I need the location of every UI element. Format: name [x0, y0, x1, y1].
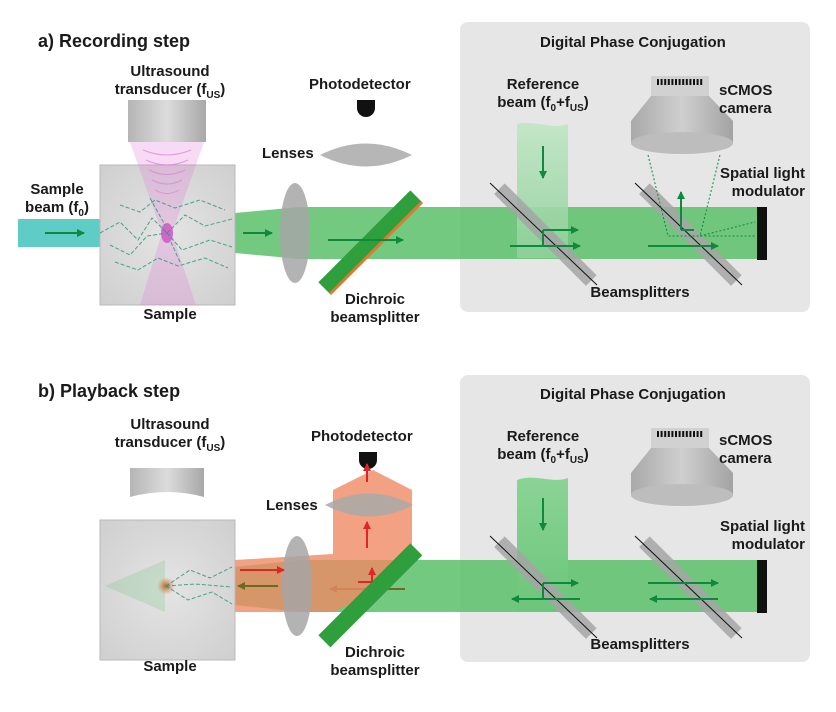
dichroic-beamsplitter-recording: [318, 190, 423, 295]
transducer-l2-text-pb: transducer (f: [114, 434, 207, 451]
slm-line2-pb: modulator: [731, 536, 805, 553]
sample-label-playback: Sample: [143, 658, 197, 675]
reference-label-playback: Reference beam (f0+fUS): [488, 428, 598, 466]
reference-line2-pb: beam (f0+fUS): [488, 446, 598, 466]
beamsplitter-2-line: [634, 182, 743, 286]
ultrasound-transducer: [128, 100, 206, 142]
scattered-light-paths: [99, 197, 233, 271]
reference-sub1: US: [569, 103, 584, 114]
beamsplitters-label-recording: Beamsplitters: [590, 284, 690, 301]
camera-label-playback: sCMOS camera: [719, 432, 772, 468]
faint-green-glow: [105, 560, 165, 612]
sample-label-recording: Sample: [143, 306, 197, 323]
camera-label-recording: sCMOS camera: [719, 82, 772, 118]
playback-scatter-paths: [165, 566, 233, 605]
transducer-label-line2-pb: transducer (fUS): [110, 434, 230, 454]
dichroic-line2: beamsplitter: [330, 309, 420, 326]
sample-beam-subscript: 0: [78, 208, 84, 219]
dichroic-label-recording: Dichroic beamsplitter: [315, 291, 435, 327]
spatial-light-modulator-playback: [757, 560, 767, 613]
reference-l2-close-pb: ): [583, 446, 589, 463]
dichroic-line2-pb: beamsplitter: [330, 662, 420, 679]
spatial-light-modulator-recording: [757, 207, 767, 260]
ultrasound-wave-5: [154, 189, 180, 194]
dichroic-line1: Dichroic: [344, 291, 405, 308]
sample-beam-l2-close: ): [83, 199, 89, 216]
lenses-label-playback: Lenses: [266, 497, 318, 514]
transducer-label-line2: transducer (fUS): [110, 81, 230, 101]
lens-upper-playback: [325, 493, 413, 517]
dpc-title-playback: Digital Phase Conjugation: [540, 386, 726, 403]
camera-line2: camera: [719, 100, 772, 117]
ultrasound-wave-1: [142, 149, 192, 156]
camera-lens-rim: [631, 132, 733, 154]
reference-line1: Reference: [506, 76, 580, 93]
slm-label-playback: Spatial light modulator: [700, 518, 805, 554]
lens-recording: [280, 183, 310, 283]
transducer-subscript: US: [206, 90, 221, 101]
reference-line2: beam (f0+fUS): [488, 94, 598, 114]
sample-beam-label: Sample beam (f0): [12, 181, 102, 219]
ultrasound-wave-3: [148, 169, 186, 175]
reference-l2-text: beam (f: [497, 94, 551, 111]
slm-label-recording: Spatial light modulator: [700, 165, 805, 201]
recording-panel: [18, 22, 810, 312]
camera-lens-rim-playback: [631, 484, 733, 506]
transducer-l2-text: transducer (f: [114, 81, 207, 98]
lens-upper-recording: [320, 143, 412, 167]
slm-line2: modulator: [731, 183, 805, 200]
reference-mid-pb: +f: [556, 446, 570, 463]
camera-line2-pb: camera: [719, 450, 772, 467]
beam-arrows-recording: [510, 191, 719, 250]
reference-sub0-pb: 0: [550, 455, 557, 466]
lens-playback: [282, 536, 312, 636]
reference-line1-pb: Reference: [506, 428, 580, 445]
transducer-label-line1: Ultrasound: [130, 63, 210, 80]
reference-sub1-pb: US: [569, 455, 584, 466]
transducer-l2-close: ): [220, 81, 226, 98]
dichroic-label-playback: Dichroic beamsplitter: [315, 644, 435, 680]
photodetector-recording: [357, 100, 375, 117]
sample-beam-line1: Sample: [30, 181, 84, 198]
beamsplitters-label-playback: Beamsplitters: [590, 636, 690, 653]
reference-l2-close: ): [583, 94, 589, 111]
dichroic-edge: [328, 200, 424, 296]
red-arrows: [240, 463, 376, 583]
ultrasound-wave-4: [151, 179, 183, 185]
slm-line1-pb: Spatial light: [719, 518, 805, 535]
transducer-label-playback: Ultrasound transducer (fUS): [110, 416, 230, 454]
lenses-label-recording: Lenses: [262, 145, 314, 162]
photodetector-label-playback: Photodetector: [311, 428, 413, 445]
playback-heading: b) Playback step: [38, 381, 181, 401]
reference-label-recording: Reference beam (f0+fUS): [488, 76, 598, 114]
sample-beam-l2-text: beam (f: [25, 199, 79, 216]
dpc-title-recording: Digital Phase Conjugation: [540, 34, 726, 51]
sample-beam-line2: beam (f0): [12, 199, 102, 219]
ultrasound-wave-2: [145, 159, 189, 166]
playback-panel: [99, 375, 810, 662]
slm-line1: Spatial light: [719, 165, 805, 182]
camera-dotted-rays: [647, 154, 756, 237]
transducer-label-line1-pb: Ultrasound: [130, 416, 210, 433]
reference-mid: +f: [556, 94, 570, 111]
transducer-l2-close-pb: ): [220, 434, 226, 451]
recording-heading: a) Recording step: [38, 31, 191, 51]
dichroic-line1-pb: Dichroic: [344, 644, 405, 661]
ultrasound-transducer-playback: [130, 468, 204, 497]
dichroic-beamsplitter-playback: [318, 543, 423, 648]
photodetector-label-recording: Photodetector: [309, 76, 411, 93]
beamsplitter-2-line-playback: [634, 535, 743, 639]
transducer-subscript-pb: US: [206, 443, 221, 454]
reference-l2-text-pb: beam (f: [497, 446, 551, 463]
reference-sub0: 0: [550, 103, 557, 114]
camera-line1-pb: sCMOS: [719, 432, 773, 449]
transducer-label-recording: Ultrasound transducer (fUS): [110, 63, 230, 101]
camera-line1: sCMOS: [719, 82, 773, 99]
